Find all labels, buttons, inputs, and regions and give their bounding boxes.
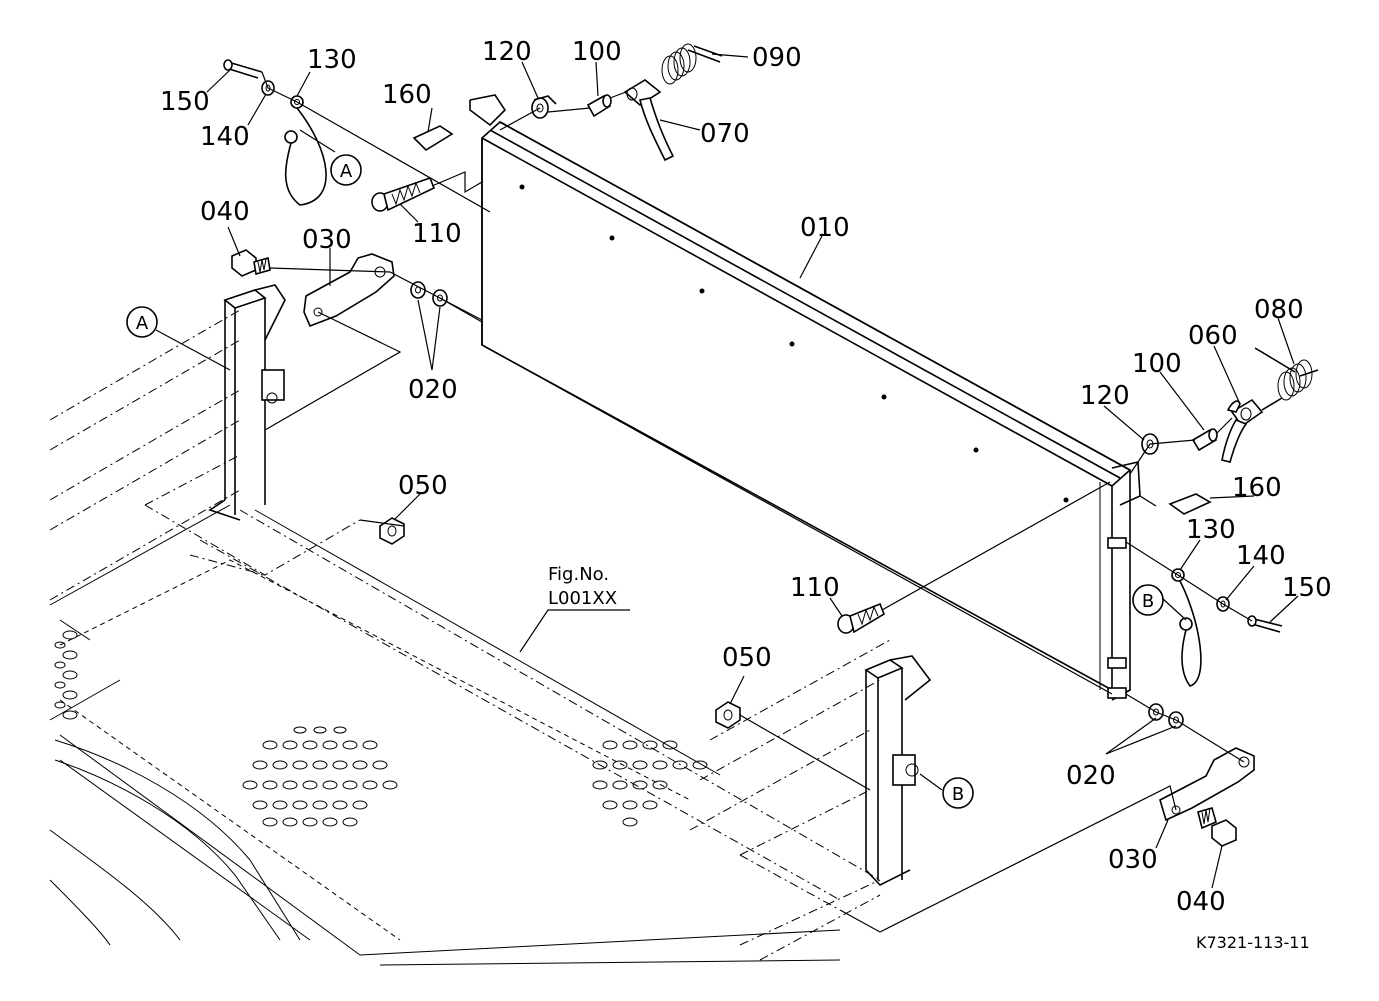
label-130-left: 130 — [307, 45, 357, 75]
label-120-left: 120 — [482, 37, 532, 67]
label-110-right: 110 — [790, 573, 840, 603]
label-100-right: 100 — [1132, 349, 1182, 379]
floor-perforations-right — [592, 740, 708, 827]
marker-b-bottom: B — [942, 777, 974, 809]
sleeve-100-left — [586, 94, 612, 118]
pad-160-right — [1168, 493, 1212, 515]
label-060: 060 — [1188, 321, 1238, 351]
floor-perforations-edge — [54, 630, 78, 720]
left-post — [208, 284, 286, 521]
label-140-right: 140 — [1236, 541, 1286, 571]
label-020-left: 020 — [408, 375, 458, 405]
cargo-bed-frame — [49, 309, 891, 966]
marker-b-right: B — [1132, 584, 1164, 616]
assembly-lines — [261, 71, 1253, 933]
spring-080-right — [1254, 347, 1319, 401]
bolt-040-right — [1197, 807, 1237, 847]
label-090: 090 — [752, 43, 802, 73]
pin-150-right — [1247, 615, 1283, 633]
nut-050-left — [379, 517, 405, 545]
lanyard-130-right — [1171, 568, 1202, 687]
label-160-left: 160 — [382, 80, 432, 110]
label-150-left: 150 — [160, 87, 210, 117]
bracket-030-right — [1159, 747, 1255, 822]
label-070: 070 — [700, 119, 750, 149]
figure-reference: Fig.No. L001XX — [548, 564, 617, 609]
bolt-040-left — [231, 249, 271, 277]
latch-060-right — [1221, 397, 1283, 463]
marker-a-top: A — [330, 154, 362, 186]
part-labels: 150 140 130 160 110 120 100 090 070 010 … — [160, 37, 1332, 917]
label-050-right: 050 — [722, 643, 772, 673]
bolt-110-right — [837, 602, 885, 634]
reference-markers: A A B B — [126, 154, 1164, 809]
label-010: 010 — [800, 213, 850, 243]
figure-ref-line1: Fig.No. — [548, 564, 609, 585]
label-030-right: 030 — [1108, 845, 1158, 875]
floor-perforations-left — [242, 726, 398, 827]
sleeve-100-right — [1191, 428, 1218, 452]
pad-160-left — [412, 125, 454, 152]
label-080: 080 — [1254, 295, 1304, 325]
spring-090-left — [661, 43, 723, 85]
right-post — [864, 655, 932, 886]
label-110-left: 110 — [412, 219, 462, 249]
label-160-right: 160 — [1232, 473, 1282, 503]
svg-text:A: A — [340, 161, 353, 182]
svg-text:A: A — [136, 313, 149, 334]
marker-a-left: A — [126, 306, 158, 338]
label-050-left: 050 — [398, 471, 448, 501]
drawing-number: K7321-113-11 — [1196, 933, 1310, 952]
label-040-right: 040 — [1176, 887, 1226, 917]
svg-text:B: B — [952, 784, 964, 805]
svg-text:B: B — [1142, 591, 1154, 612]
label-140-left: 140 — [200, 122, 250, 152]
bracket-030-left — [303, 253, 395, 328]
label-120-right: 120 — [1080, 381, 1130, 411]
latch-070-left — [623, 79, 675, 162]
label-150-right: 150 — [1282, 573, 1332, 603]
label-130-right: 130 — [1186, 515, 1236, 545]
tailgate-panel — [469, 94, 1141, 701]
label-100-left: 100 — [572, 37, 622, 67]
label-leaders — [155, 53, 1299, 889]
figure-ref-line2: L001XX — [548, 588, 617, 609]
bolt-110-left — [371, 176, 436, 212]
label-040-left: 040 — [200, 197, 250, 227]
nut-050-right — [715, 701, 741, 729]
bushing-120-left — [531, 95, 557, 119]
lanyard-130-left — [284, 95, 327, 206]
label-030-left: 030 — [302, 225, 352, 255]
pin-150-left — [223, 59, 263, 79]
label-020-right: 020 — [1066, 761, 1116, 791]
